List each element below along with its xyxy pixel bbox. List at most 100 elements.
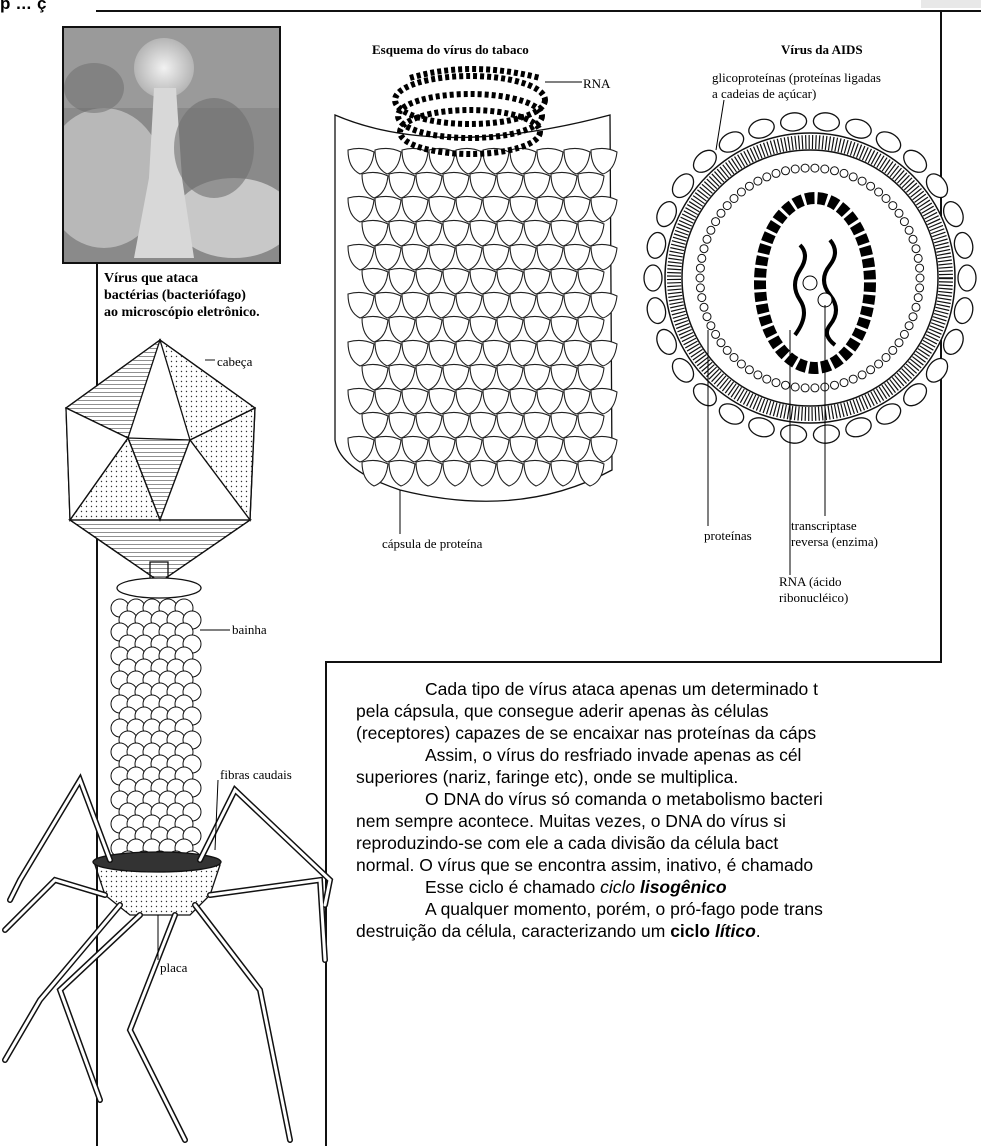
capsule-scale	[429, 148, 455, 174]
sheath-bead	[127, 695, 145, 713]
sheath-bead	[167, 803, 185, 821]
rna-strand-2	[824, 240, 836, 345]
protein-bead	[737, 360, 745, 368]
sheath-bead	[151, 683, 169, 701]
capsule-scale	[470, 460, 496, 486]
glycoprotein	[899, 146, 930, 177]
sheath-bead	[183, 707, 201, 725]
glycoprotein	[746, 415, 776, 440]
protein-bead	[703, 313, 711, 321]
protein-bead	[717, 339, 725, 347]
lytic-line: destruição da célula, caracterizando um …	[356, 920, 981, 942]
capsule-scale	[348, 148, 374, 174]
protein-bead	[821, 383, 829, 391]
sheath-bead	[143, 647, 161, 665]
capsule-scale	[537, 196, 563, 222]
glycoprotein	[653, 199, 680, 230]
sheath-bead	[175, 767, 193, 785]
phage-fibers-label: fibras caudais	[220, 767, 292, 783]
tobacco-rna-label: RNA	[583, 76, 610, 92]
capsule-scale	[348, 196, 374, 222]
lytic-term-bold: ciclo	[670, 921, 715, 941]
protein-bead	[782, 167, 790, 175]
protein-bead	[696, 274, 704, 282]
paragraph-line: (receptores) capazes de se encaixar nas …	[356, 722, 981, 744]
sheath-bead	[119, 731, 137, 749]
sheath-bead	[183, 731, 201, 749]
sheath-bead	[151, 611, 169, 629]
protein-bead	[712, 218, 720, 226]
sheath-bead	[119, 779, 137, 797]
capsule-scale	[483, 148, 509, 174]
sheath-bead	[111, 743, 129, 761]
body-text: Cada tipo de vírus ataca apenas um deter…	[356, 678, 981, 942]
sheath-bead	[143, 767, 161, 785]
sheath-bead	[111, 695, 129, 713]
aids-leader-lines	[708, 100, 825, 575]
lysogenic-term-italic: ciclo	[600, 877, 640, 897]
sheath-bead	[127, 671, 145, 689]
paragraph-line: nem sempre acontece. Muitas vezes, o DNA…	[356, 810, 981, 832]
glycoprotein	[746, 116, 776, 141]
capsule-scale	[537, 388, 563, 414]
sheath-bead	[119, 635, 137, 653]
capsule-scale	[389, 220, 415, 246]
sheath-bead	[159, 767, 177, 785]
protein-bead	[772, 169, 780, 177]
sheath-bead	[111, 599, 129, 617]
sheath-bead	[135, 851, 153, 869]
paragraph-line: reproduzindo-se com ele a cada divisão d…	[356, 832, 981, 854]
frame-mid-line	[325, 661, 942, 663]
capsule-scale	[470, 268, 496, 294]
frame-right-line	[940, 10, 942, 662]
sheath-bead	[183, 683, 201, 701]
capsule-scale	[429, 196, 455, 222]
capsule-scale	[591, 388, 617, 414]
capsule-scale	[537, 244, 563, 270]
sheath-bead	[135, 803, 153, 821]
paragraph-line: normal. O vírus que se encontra assim, i…	[356, 854, 981, 876]
sheath-bead	[143, 839, 161, 857]
protein-bead	[895, 339, 903, 347]
phage-plate-label: placa	[160, 960, 187, 976]
protein-bead	[745, 182, 753, 190]
protein-bead	[840, 379, 848, 387]
capsule-scale	[389, 364, 415, 390]
capsule-scale	[483, 436, 509, 462]
protein-bead	[831, 381, 839, 389]
glyco-label-line: a cadeias de açúcar)	[712, 86, 881, 102]
sheath-bead	[167, 851, 185, 869]
protein-bead	[882, 354, 890, 362]
capsule-scale	[551, 412, 577, 438]
glycoprotein	[843, 415, 873, 440]
protein-bead	[700, 245, 708, 253]
glycoprotein	[689, 379, 720, 410]
sheath-bead	[127, 743, 145, 761]
capsule-scale	[510, 148, 536, 174]
photo-caption-line: bactérias (bacteriófago)	[104, 287, 260, 304]
capsule-scale	[416, 364, 442, 390]
capsule-scale	[578, 220, 604, 246]
capsule-scale	[416, 460, 442, 486]
protein-bead	[916, 264, 924, 272]
sheath-bead	[135, 635, 153, 653]
sheath-bead	[183, 779, 201, 797]
tobacco-rna-coil	[395, 69, 582, 154]
capsule-scale	[537, 148, 563, 174]
capsule-scale	[564, 148, 590, 174]
capsule-scale	[591, 340, 617, 366]
rt-label-line: reversa (enzima)	[791, 534, 878, 550]
capsule-scale	[456, 196, 482, 222]
capsule-scale	[362, 172, 388, 198]
capsule-scale	[551, 316, 577, 342]
sheath-bead	[111, 623, 129, 641]
lytic-prefix: destruição da célula, caracterizando um	[356, 921, 670, 941]
capsule-scale	[375, 388, 401, 414]
sheath-bead	[159, 719, 177, 737]
glycoprotein	[813, 112, 841, 133]
sheath-bead	[175, 671, 193, 689]
sheath-bead	[183, 635, 201, 653]
photo-caption-line: ao microscópio eletrônico.	[104, 304, 260, 321]
protein-bead	[831, 167, 839, 175]
sheath-bead	[127, 815, 145, 833]
